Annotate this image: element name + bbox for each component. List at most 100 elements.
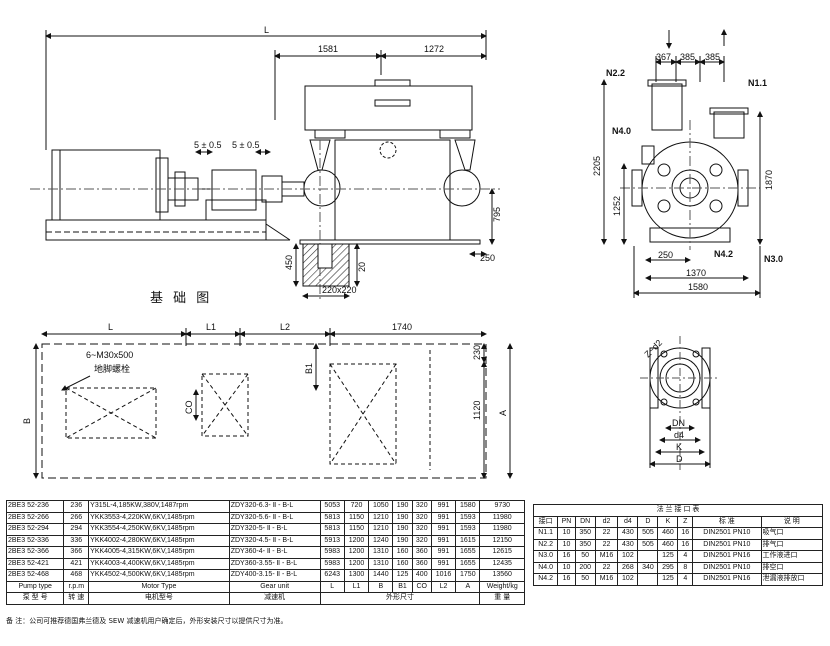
spec-cell: 1200 <box>343 546 370 559</box>
flange-cell: 350 <box>574 527 596 540</box>
spec-cell: 5813 <box>319 511 345 524</box>
flange-cell: 102 <box>617 550 639 563</box>
spec-cell: YKK4005-4,315KW,6KV,1485rpm <box>88 546 230 559</box>
flange-cell: 268 <box>617 561 639 574</box>
spec-cell: 294 <box>63 523 90 536</box>
spec-cell: 13560 <box>479 569 525 582</box>
spec-cell: 1240 <box>368 534 394 547</box>
flange-cell: 排气口 <box>760 538 824 551</box>
flange-cell: 工作液进口 <box>760 550 824 563</box>
spec-cell: 236 <box>63 500 90 513</box>
spec-cell: 1593 <box>455 511 481 524</box>
spec-header-cell: 转 速 <box>63 592 90 605</box>
spec-cell: 9730 <box>479 500 525 513</box>
spec-cell: 190 <box>392 511 413 524</box>
spec-cell: 12435 <box>479 557 525 570</box>
foundation-labels: L L1 L2 1740 6~M30x500 地脚螺栓 B B1 CO 230 … <box>22 322 508 424</box>
label-N11: N1.1 <box>748 78 767 88</box>
flange-cell: DIN2501 PN10 <box>692 561 762 574</box>
spec-cell: 1210 <box>368 511 394 524</box>
dim-385-b: 385 <box>705 52 720 62</box>
flange-cell: 泄漏液排放口 <box>760 573 824 586</box>
flange-cell <box>637 573 659 586</box>
spec-cell: ZDY400-3.15- Ⅱ - B-L <box>228 569 321 582</box>
flange-cell: 22 <box>594 527 619 540</box>
spec-cell: 5053 <box>319 500 345 513</box>
flange-cell: 50 <box>574 573 596 586</box>
spec-header-cell: 外形尺寸 <box>319 592 481 605</box>
spec-cell: 1440 <box>368 569 394 582</box>
flange-header-cell: d4 <box>617 515 639 528</box>
spec-cell: 366 <box>63 546 90 559</box>
dim-1581: 1581 <box>318 44 338 54</box>
spec-cell: 991 <box>430 534 457 547</box>
spec-header-cell: r.p.m <box>63 580 90 593</box>
spec-cell: ZDY320-4.5- Ⅱ - B-L <box>228 534 321 547</box>
spec-header-cell: 电机型号 <box>88 592 230 605</box>
side-view-labels: 367 385 385 N2.2 N1.1 N4.0 N4.2 N3.0 220… <box>592 52 783 292</box>
flange-zd2: Z~d2 <box>642 338 664 360</box>
label-N22: N2.2 <box>606 68 625 78</box>
fnd-L: L <box>108 322 113 332</box>
flange-cell: 16 <box>677 527 694 540</box>
spec-cell: 468 <box>63 569 90 582</box>
flange-cell: M16 <box>594 573 619 586</box>
flange-cell: 505 <box>637 538 659 551</box>
flange-cell: 16 <box>557 573 576 586</box>
spec-cell: 6243 <box>319 569 345 582</box>
flange-cell: 200 <box>574 561 596 574</box>
flange-cell: 10 <box>557 527 576 540</box>
flange-header-cell: 说 明 <box>760 515 824 528</box>
flange-K: K <box>676 442 682 452</box>
flange-cell: N1.1 <box>532 527 559 540</box>
flange-cell: 295 <box>657 561 679 574</box>
spec-cell: 400 <box>411 569 432 582</box>
foundation-plan <box>33 328 513 479</box>
label-N30: N3.0 <box>764 254 783 264</box>
spec-cell: 320 <box>411 500 432 513</box>
dim-20: 20 <box>357 262 367 272</box>
spec-header-cn: 泵 型 号转 速电机型号减速机外形尺寸重 量 <box>5 592 525 605</box>
flange-cell: 8 <box>677 561 694 574</box>
spec-cell: 991 <box>430 511 457 524</box>
spec-cell: 1200 <box>343 557 370 570</box>
spec-header-cell: 重 量 <box>479 592 525 605</box>
spec-cell: 1310 <box>368 557 394 570</box>
flange-header-cell: K <box>657 515 679 528</box>
spec-cell: ZDY360-3.55- Ⅱ - B-L <box>228 557 321 570</box>
flange-header-cell: DN <box>574 515 596 528</box>
dim-5-b: 5 ± 0.5 <box>232 140 259 150</box>
spec-cell: 1593 <box>455 523 481 536</box>
flange-cell: N4.2 <box>532 573 559 586</box>
spec-cell: 1655 <box>455 557 481 570</box>
flange-cell: N4.0 <box>532 561 559 574</box>
spec-cell: 1150 <box>343 523 370 536</box>
dim-385-a: 385 <box>680 52 695 62</box>
fnd-230: 230 <box>472 345 482 360</box>
spec-cell: ZDY360-4- Ⅱ - B-L <box>228 546 321 559</box>
flange-cell: N2.2 <box>532 538 559 551</box>
dim-1580: 1580 <box>688 282 708 292</box>
spec-cell: 12150 <box>479 534 525 547</box>
flange-cell: 505 <box>637 527 659 540</box>
spec-cell: 1150 <box>343 511 370 524</box>
spec-cell: 2BE3 52-236 <box>5 500 65 513</box>
foundation-title: 基 础 图 <box>150 291 212 306</box>
spec-header-cell: Weight/kg <box>479 580 525 593</box>
spec-cell: 1050 <box>368 500 394 513</box>
flange-cell: 430 <box>617 527 639 540</box>
spec-cell: 421 <box>63 557 90 570</box>
spec-cell: ZDY320-6.3- Ⅱ - B-L <box>228 500 321 513</box>
spec-cell: YKK4003-4,400KW,6KV,1485rpm <box>88 557 230 570</box>
flange-header-cell: 标 准 <box>692 515 762 528</box>
spec-cell: 1310 <box>368 546 394 559</box>
spec-cell: 1580 <box>455 500 481 513</box>
flange-cell: 430 <box>617 538 639 551</box>
spec-cell: 1615 <box>455 534 481 547</box>
